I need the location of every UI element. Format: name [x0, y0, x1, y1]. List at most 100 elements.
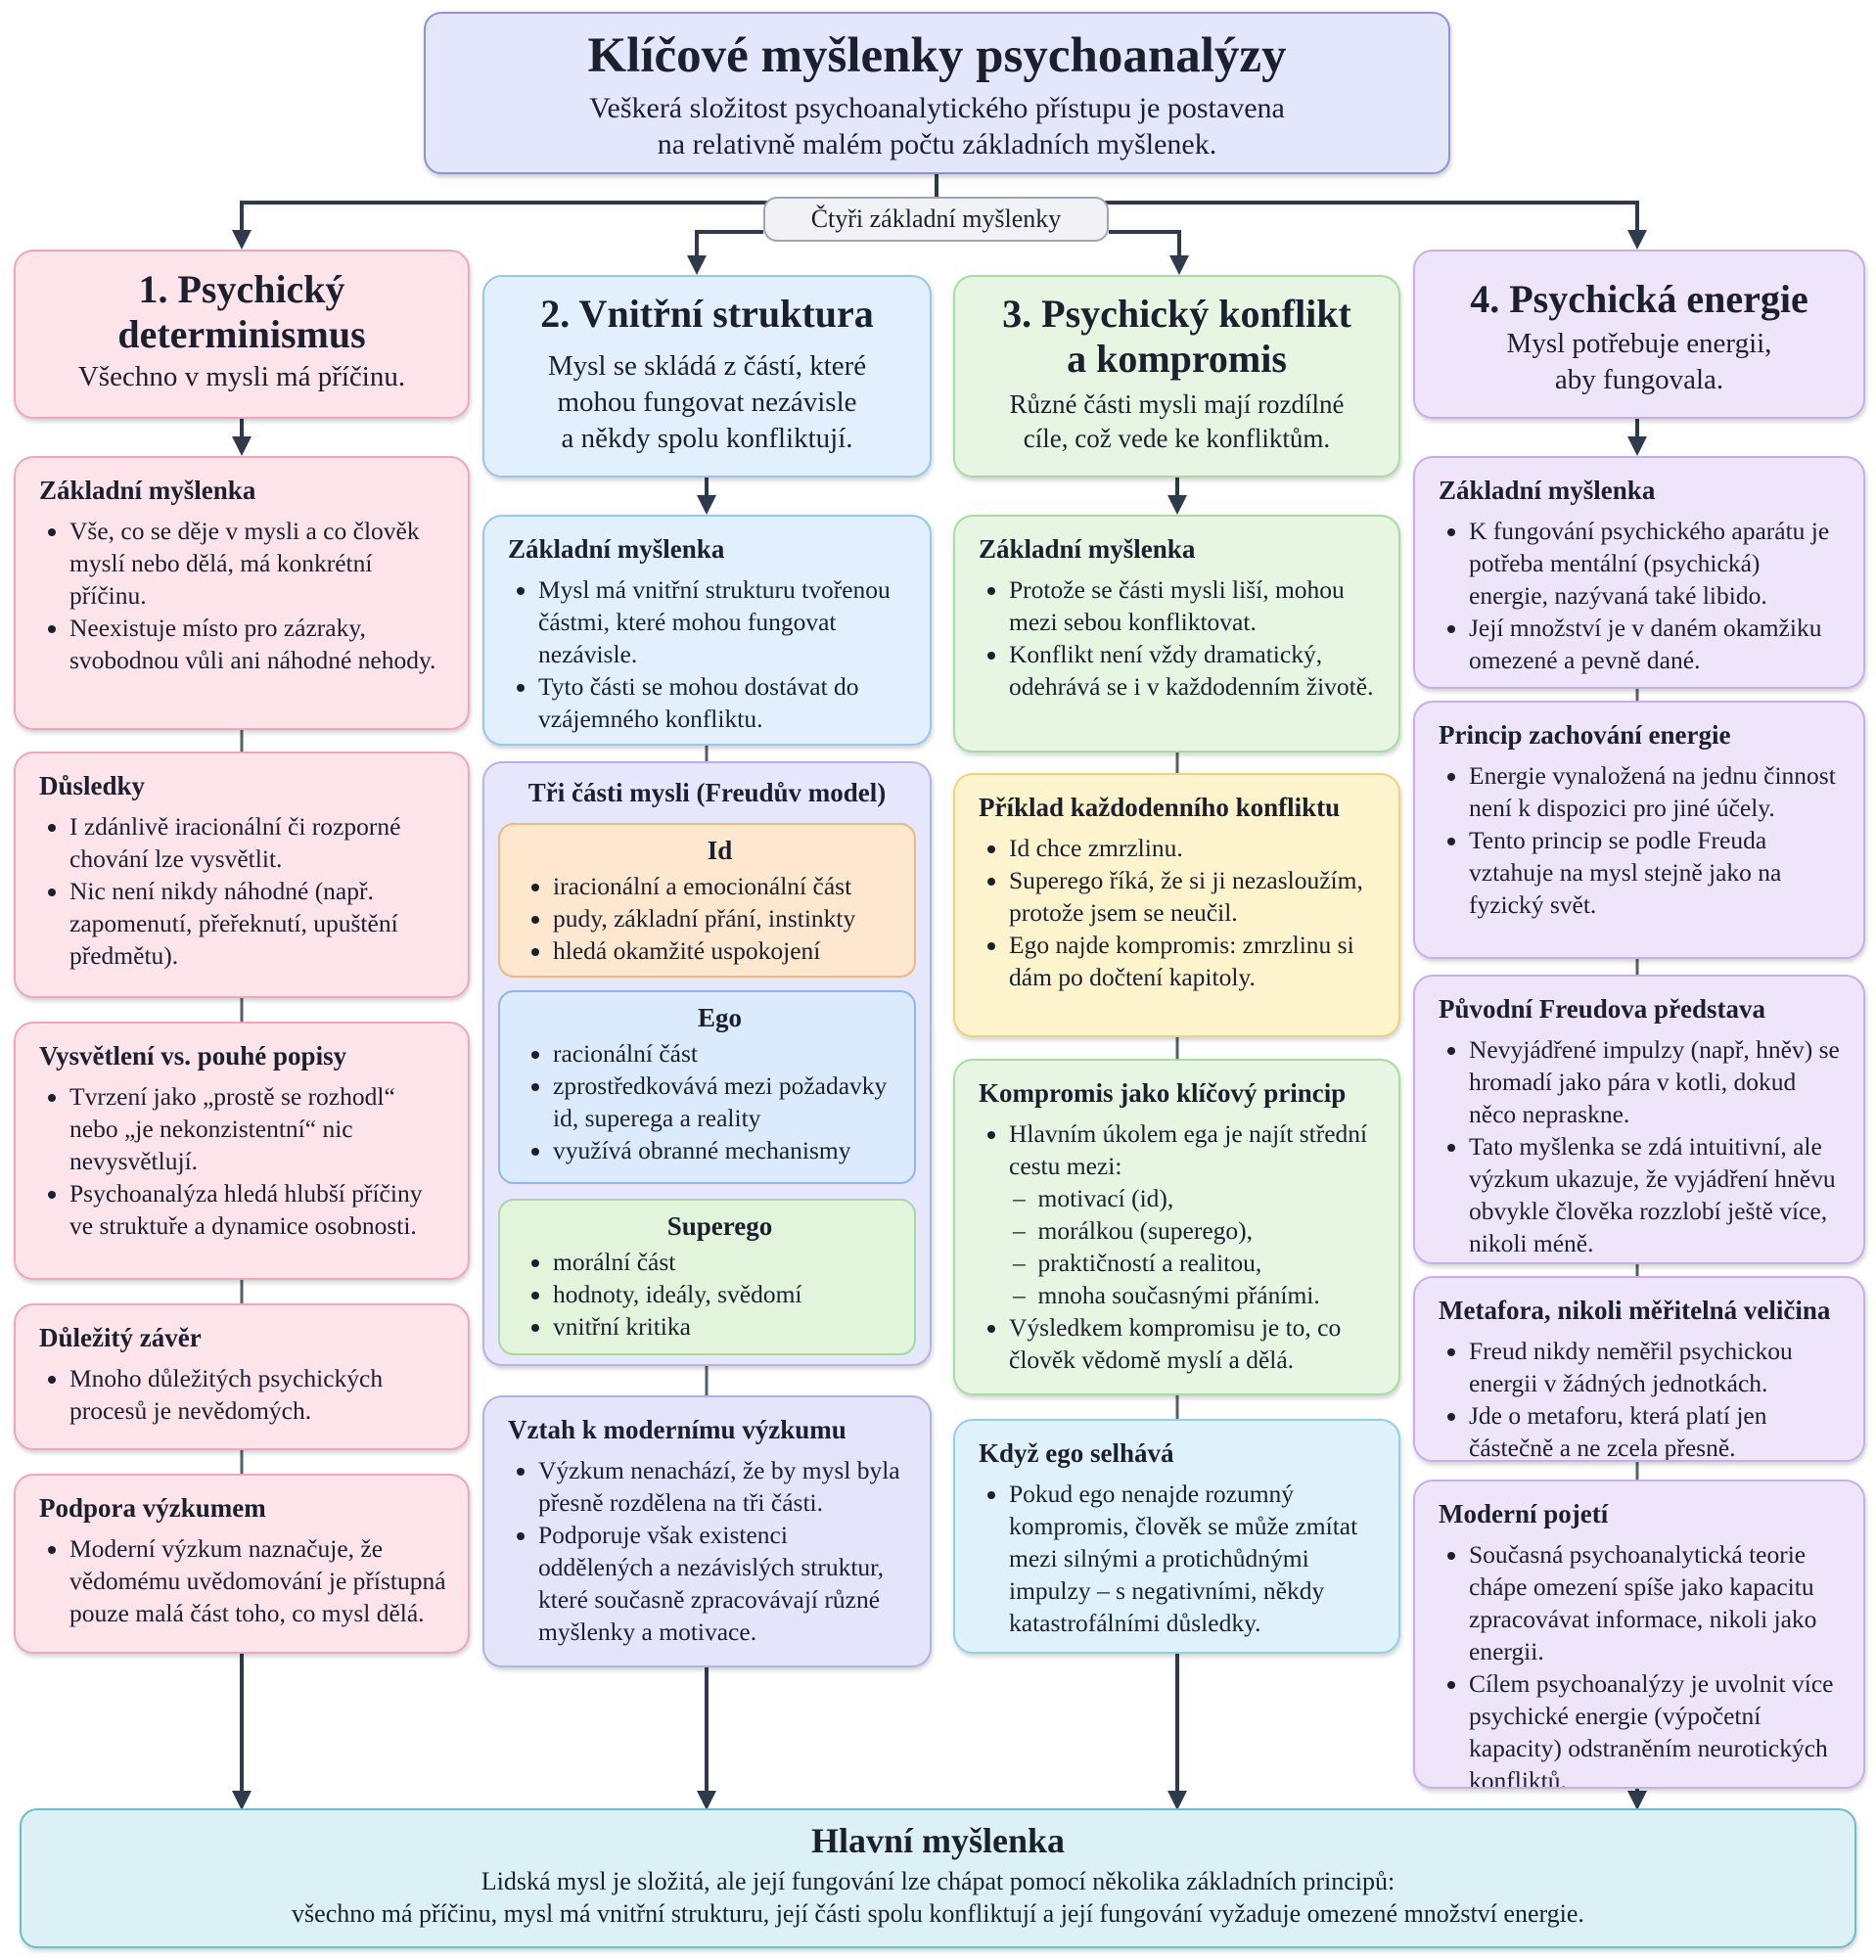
column-4-title: 4. Psychická energie: [1470, 277, 1808, 321]
column-2-subtitle-line1: Mysl se skládá z částí, které: [547, 350, 867, 382]
col1-card-research: Podpora výzkumem Moderní výzkum naznačuj…: [14, 1474, 470, 1654]
part-id-title: Id: [707, 836, 733, 865]
column-4-header: 4. Psychická energie Mysl potřebuje ener…: [1413, 250, 1865, 419]
card-title: Vysvětlení vs. pouhé popisy: [39, 1041, 347, 1071]
bullet-list: Nevyjádřené impulzy (např, hněv) se hrom…: [1439, 1033, 1842, 1259]
col1-card-consequences: Důsledky I zdánlivě iracionální či rozpo…: [14, 752, 470, 998]
column-1-subtitle: Všechno v mysli má příčinu.: [77, 361, 406, 392]
list-item: racionální část: [553, 1037, 900, 1070]
col3-card-compromise: Kompromis jako klíčový princip Hlavním ú…: [953, 1059, 1400, 1395]
col1-card-basic-idea: Základní myšlenka Vše, co se děje v mysl…: [14, 456, 470, 730]
card-title: Moderní pojetí: [1439, 1499, 1609, 1528]
bullet-list: Freud nikdy neměřil psychickou energii v…: [1439, 1335, 1842, 1460]
bullet-list: Výzkum nenachází, že by mysl byla přesně…: [508, 1454, 908, 1648]
list-item: Id chce zmrzlinu.: [1009, 832, 1377, 864]
card-title: Tři části mysli (Freudův model): [527, 778, 887, 807]
col2-card-modern-research: Vztah k modernímu výzkumu Výzkum nenachá…: [482, 1395, 932, 1667]
column-3-header: 3. Psychický konflikt a kompromis Různé …: [953, 275, 1400, 478]
card-title: Princip zachování energie: [1439, 720, 1731, 750]
col2-card-three-parts: Tři části mysli (Freudův model) Id iraci…: [482, 761, 932, 1366]
card-title: Důsledky: [39, 771, 146, 800]
column-1-header: 1. Psychický determinismus Všechno v mys…: [14, 250, 470, 419]
column-4-subtitle-line2: aby fungovala.: [1554, 364, 1724, 395]
col4-card-metaphor: Metafora, nikoli měřitelná veličina Freu…: [1413, 1276, 1865, 1462]
card-title: Vztah k modernímu výzkumu: [508, 1415, 846, 1444]
list-item: Psychoanalýza hledá hlubší příčiny ve st…: [69, 1177, 446, 1242]
list-item: K fungování psychického aparátu je potře…: [1469, 515, 1842, 612]
dash-item: motivací (id),: [1013, 1182, 1377, 1214]
list-item: zprostředkovává mezi požadavky id, super…: [553, 1070, 900, 1134]
list-item: využívá obranné mechanismy: [553, 1134, 900, 1166]
list-item: Tento princip se podle Freuda vztahuje n…: [1469, 824, 1842, 921]
part-id: Id iracionální a emocionální část pudy, …: [498, 823, 916, 978]
part-superego-title: Superego: [666, 1211, 773, 1241]
column-4-subtitle-line1: Mysl potřebuje energii,: [1506, 328, 1772, 359]
bullet-list: iracionální a emocionální část pudy, zák…: [539, 870, 900, 967]
list-item: hledá okamžité uspokojení: [553, 934, 900, 967]
list-item: hodnoty, ideály, svědomí: [553, 1278, 900, 1310]
card-title: Příklad každodenního konfliktu: [979, 793, 1341, 822]
bullet-list: racionální část zprostředkovává mezi pož…: [539, 1037, 900, 1166]
list-item: Pokud ego nenajde rozumný kompromis, člo…: [1009, 1478, 1377, 1639]
bullet-list: K fungování psychického aparátu je potře…: [1439, 515, 1842, 676]
page-title: Klíčové myšlenky psychoanalýzy: [587, 28, 1287, 83]
column-3-subtitle-line2: cíle, což vede ke konfliktům.: [1023, 424, 1331, 453]
bullet-list: Id chce zmrzlinu. Superego říká, že si j…: [979, 832, 1377, 993]
bullet-list: Vše, co se děje v mysli a co člověk mysl…: [39, 515, 446, 676]
bullet-list: Energie vynaložená na jednu činnost není…: [1439, 759, 1842, 921]
column-3-title-line1: 3. Psychický konflikt: [1002, 292, 1351, 336]
bullet-list: Moderní výzkum naznačuje, že vědomému uv…: [39, 1532, 446, 1629]
bullet-list: Pokud ego nenajde rozumný kompromis, člo…: [979, 1478, 1377, 1639]
card-title: Metafora, nikoli měřitelná veličina: [1439, 1296, 1831, 1325]
list-item: Moderní výzkum naznačuje, že vědomému uv…: [69, 1532, 446, 1629]
list-item: Energie vynaložená na jednu činnost není…: [1469, 759, 1842, 824]
col4-card-conservation: Princip zachování energie Energie vynalo…: [1413, 701, 1865, 959]
list-item: Protože se části mysli liší, mohou mezi …: [1009, 573, 1377, 638]
col3-card-ego-fails: Když ego selhává Pokud ego nenajde rozum…: [953, 1419, 1400, 1654]
column-1-title-line1: 1. Psychický: [138, 267, 345, 311]
list-item: Ego najde kompromis: zmrzlinu si dám po …: [1009, 929, 1377, 993]
column-3-title-line2: a kompromis: [1067, 337, 1287, 381]
card-title: Základní myšlenka: [39, 476, 256, 505]
list-item: Její množství je v daném okamžiku omezen…: [1469, 612, 1842, 676]
title-subtitle-line2: na relativně malém počtu základních myšl…: [657, 128, 1217, 160]
column-1-title-line2: determinismus: [117, 312, 366, 356]
col2-card-basic-idea: Základní myšlenka Mysl má vnitřní strukt…: [482, 515, 932, 746]
part-ego: Ego racionální část zprostředkovává mezi…: [498, 990, 916, 1184]
col3-card-everyday-conflict: Příklad každodenního konfliktu Id chce z…: [953, 773, 1400, 1037]
main-idea-box: Hlavní myšlenka Lidská mysl je složitá, …: [20, 1808, 1856, 1948]
bullet-list: Mysl má vnitřní strukturu tvořenou částm…: [508, 573, 908, 735]
list-item: Freud nikdy neměřil psychickou energii v…: [1469, 1335, 1842, 1399]
list-item: Superego říká, že si ji nezasloužím, pro…: [1009, 864, 1377, 929]
dash-item: praktičností a realitou,: [1013, 1247, 1377, 1279]
list-item: Tyto části se mohou dostávat do vzájemné…: [538, 670, 908, 735]
part-superego: Superego morální část hodnoty, ideály, s…: [498, 1199, 916, 1355]
list-item: Neexistuje místo pro zázraky, svobodnou …: [69, 612, 446, 676]
main-idea-line1: Lidská mysl je složitá, ale její fungová…: [480, 1867, 1396, 1895]
column-2-subtitle-line3: a někdy spolu konfliktují.: [561, 423, 853, 454]
card-title: Základní myšlenka: [1439, 476, 1656, 505]
list-item-text: Hlavním úkolem ega je najít střední cest…: [1009, 1119, 1368, 1180]
main-idea-title: Hlavní myšlenka: [810, 1821, 1066, 1860]
dash-item: morálkou (superego),: [1013, 1214, 1377, 1247]
title-subtitle-line1: Veškerá složitost psychoanalytického pří…: [589, 92, 1285, 124]
list-item: Tato myšlenka se zdá intuitivní, ale výz…: [1469, 1130, 1842, 1259]
card-title: Kompromis jako klíčový princip: [979, 1078, 1347, 1108]
list-item: I zdánlivě iracionální či rozporné chová…: [69, 810, 446, 875]
main-idea-line2: všechno má příčinu, mysl má vnitřní stru…: [292, 1899, 1584, 1928]
card-title: Podpora výzkumem: [39, 1493, 266, 1523]
bullet-list: Protože se části mysli liší, mohou mezi …: [979, 573, 1377, 703]
list-item: Konflikt není vždy dramatický, odehrává …: [1009, 638, 1377, 703]
col3-card-basic-idea: Základní myšlenka Protože se části mysli…: [953, 515, 1400, 752]
list-item: Mnoho důležitých psychických procesů je …: [69, 1362, 446, 1427]
column-2-title: 2. Vnitřní struktura: [540, 292, 874, 336]
list-item: vnitřní kritika: [553, 1310, 900, 1343]
hub-label: Čtyři základní myšlenky: [763, 197, 1109, 242]
part-ego-title: Ego: [697, 1003, 742, 1032]
col4-card-basic-idea: Základní myšlenka K fungování psychickéh…: [1413, 456, 1865, 689]
bullet-list: Tvrzení jako „prostě se rozhodl“ nebo „j…: [39, 1080, 446, 1242]
list-item: iracionální a emocionální část: [553, 870, 900, 902]
bullet-list: Současná psychoanalytická teorie chápe o…: [1439, 1538, 1842, 1787]
list-item: Hlavním úkolem ega je najít střední cest…: [1009, 1117, 1377, 1311]
list-item: Cílem psychoanalýzy je uvolnit více psyc…: [1469, 1667, 1842, 1787]
